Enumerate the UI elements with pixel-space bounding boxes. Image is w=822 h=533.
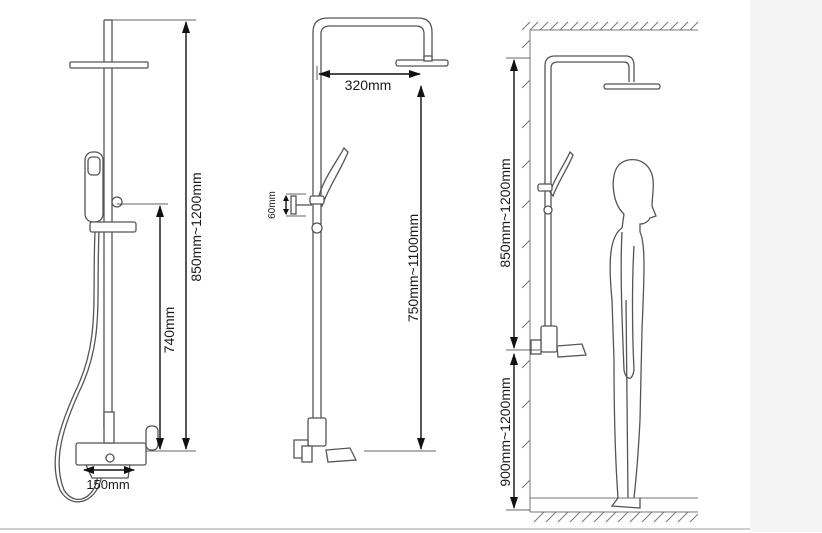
mixer-front: [75, 411, 159, 479]
dim-150: [83, 466, 135, 474]
label-bar-height: 740mm: [161, 307, 177, 354]
shower-dimension-diagram: 850mm~1200mm 740mm 150mm: [54, 17, 699, 523]
dim-850-1200-front: [112, 19, 196, 452]
floor-hatch: [530, 497, 699, 523]
shower-head-installed: [603, 83, 661, 90]
mixer-side: [293, 417, 358, 463]
wall-hatch: [521, 21, 699, 512]
dim-740: [117, 203, 168, 450]
hand-shower-front: [84, 151, 137, 233]
shower-head-side: [395, 55, 449, 67]
dim-750-1100: [364, 85, 436, 452]
figure-2-side-view: 320mm 60mm 750mm~1100mm: [267, 17, 449, 463]
dim-900-1200-installed: [506, 353, 530, 511]
label-height-range-front: 850mm~1200mm: [188, 172, 204, 281]
label-height-range-side: 750mm~1100mm: [405, 214, 421, 322]
riser-pipe-front: [103, 68, 113, 428]
dim-850-1200-installed: [506, 57, 540, 351]
label-arm-reach: 320mm: [345, 77, 392, 93]
right-margin-panel: [750, 0, 822, 532]
arm-pipe-side: [312, 17, 433, 430]
mixer-installed: [530, 325, 587, 358]
hose-front: [54, 231, 103, 503]
dim-320: [316, 66, 421, 80]
label-bracket: 60mm: [267, 191, 278, 219]
riser-pipe-installed: [544, 55, 635, 340]
figure-1-front-view: 850mm~1200mm 740mm 150mm: [54, 19, 204, 503]
hand-shower-side: [317, 146, 349, 208]
slider-side: [309, 195, 325, 234]
shower-head-front: [69, 19, 149, 69]
hand-shower-installed: [549, 150, 574, 198]
label-upper-range: 850mm~1200mm: [497, 158, 513, 267]
label-spout-width: 150mm: [86, 477, 129, 492]
bottom-divider: [0, 528, 750, 530]
label-lower-range: 900mm~1200mm: [497, 377, 513, 486]
dim-60: [283, 193, 312, 217]
figure-3-installation-view: 850mm~1200mm 900mm~1200mm: [497, 21, 699, 523]
person-silhouette: [609, 159, 657, 509]
